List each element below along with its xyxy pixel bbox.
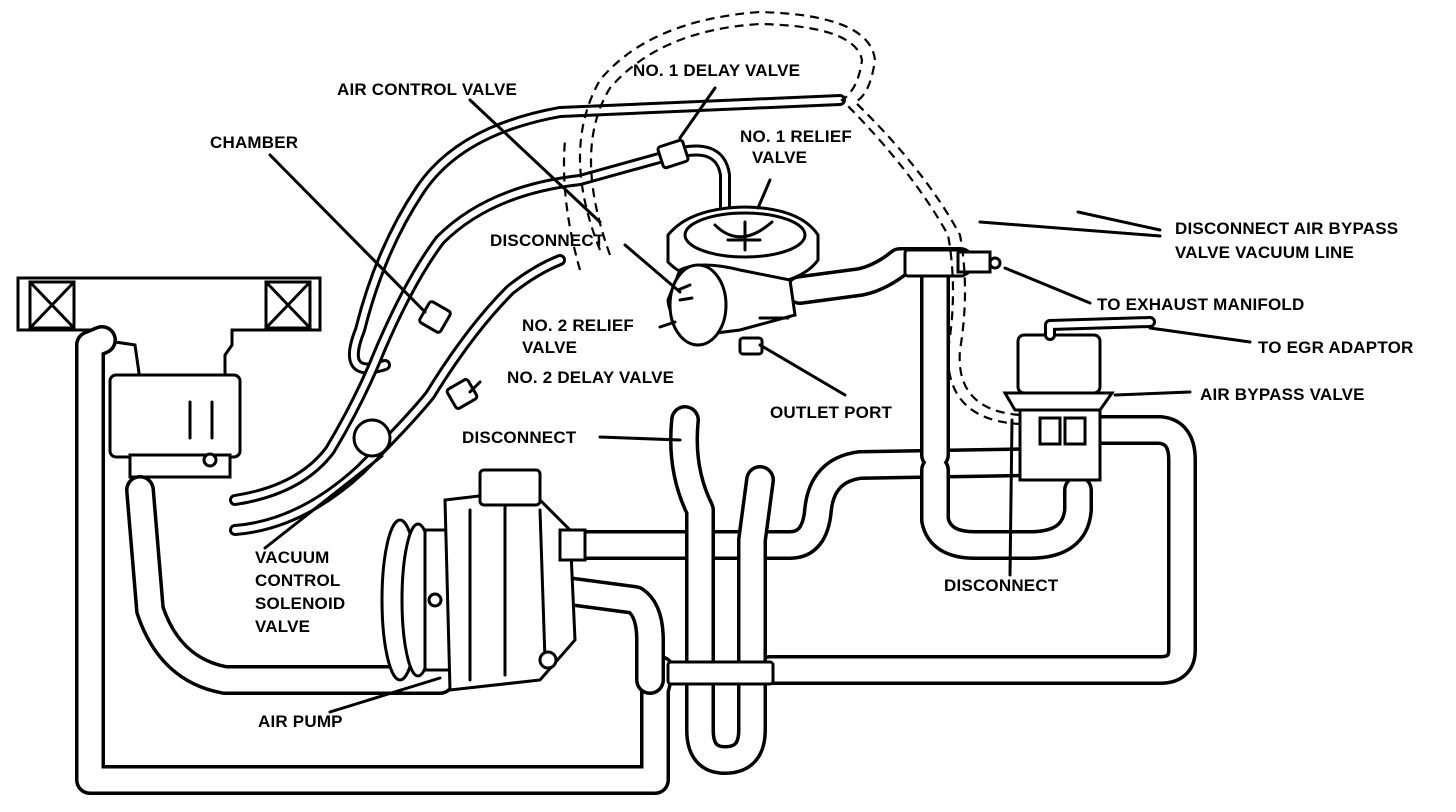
air-control-valve-assembly <box>666 205 820 356</box>
label-vacuum-control-line4: VALVE <box>255 617 310 636</box>
label-no2-delay-valve: NO. 2 DELAY VALVE <box>507 368 674 387</box>
air-bypass-valve <box>1002 316 1156 482</box>
label-no2-relief-valve-line2: VALVE <box>522 338 577 357</box>
label-chamber: CHAMBER <box>210 133 298 152</box>
leader-lines <box>263 86 1252 714</box>
label-air-bypass-valve: AIR BYPASS VALVE <box>1200 385 1365 404</box>
label-vacuum-control-line2: CONTROL <box>255 571 340 590</box>
label-disconnect-middle: DISCONNECT <box>462 428 577 447</box>
label-disconnect-air-bypass-line1: DISCONNECT AIR BYPASS <box>1175 219 1398 238</box>
label-to-exhaust-manifold: TO EXHAUST MANIFOLD <box>1097 295 1305 314</box>
label-disconnect-top: DISCONNECT <box>490 231 605 250</box>
vacuum-hoses <box>229 94 846 536</box>
label-no1-delay-valve: NO. 1 DELAY VALVE <box>633 61 800 80</box>
dashed-vacuum-line <box>562 10 1021 426</box>
text-labels: NO. 1 DELAY VALVE AIR CONTROL VALVE CHAM… <box>210 61 1414 731</box>
label-disconnect-air-bypass-line2: VALVE VACUUM LINE <box>1175 243 1354 262</box>
label-vacuum-control-line3: SOLENOID <box>255 594 345 613</box>
main-air-ducts <box>75 247 1197 795</box>
air-cleaner-housing <box>16 276 322 479</box>
label-no1-relief-valve-line2: VALVE <box>752 148 807 167</box>
label-no2-relief-valve-line1: NO. 2 RELIEF <box>522 316 634 335</box>
label-air-pump: AIR PUMP <box>258 712 343 731</box>
label-vacuum-control-line1: VACUUM <box>255 548 330 567</box>
label-disconnect-right: DISCONNECT <box>944 576 1059 595</box>
label-to-egr-adaptor: TO EGR ADAPTOR <box>1258 338 1414 357</box>
air-pump <box>380 468 587 692</box>
label-air-control-valve: AIR CONTROL VALVE <box>337 80 517 99</box>
label-outlet-port: OUTLET PORT <box>770 403 893 422</box>
label-no1-relief-valve-line1: NO. 1 RELIEF <box>740 127 852 146</box>
